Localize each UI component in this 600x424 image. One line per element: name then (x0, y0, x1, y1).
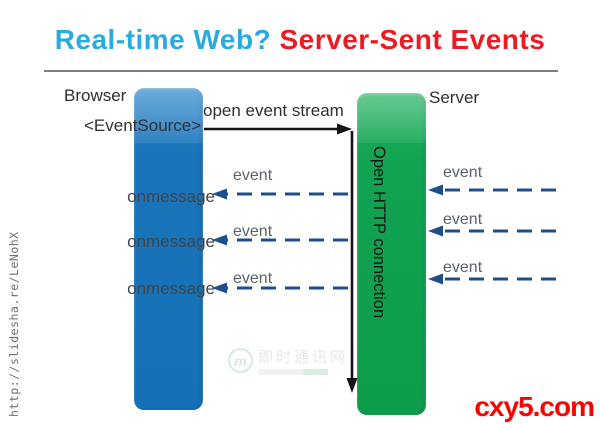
server-lifeline-bar (357, 93, 426, 415)
watermark: m 即时通讯网 (228, 346, 348, 375)
title-question: Real-time Web? (54, 24, 280, 55)
eventsource-label: <EventSource> (84, 116, 202, 135)
watermark-text: 即时通讯网 (258, 349, 349, 366)
event-label: event (443, 164, 483, 181)
event-arrow-icon (428, 273, 556, 285)
onmessage-label: onmessage (127, 232, 215, 251)
browser-bar-gloss (134, 88, 203, 143)
event-label: event (233, 223, 273, 240)
event-arrow-icon (212, 282, 348, 294)
source-url: http://slidesha.re/LeNohX (7, 231, 21, 417)
onmessage-label: onmessage (127, 187, 215, 206)
event-arrow-icon (212, 188, 348, 200)
title-answer: Server-Sent Events (279, 24, 546, 55)
watermark-logo-icon: m (228, 348, 253, 373)
server-label: Server (429, 88, 480, 107)
page-title: Real-time Web? Server-Sent Events (0, 24, 600, 56)
http-connection-arrow-icon (346, 131, 358, 393)
event-label: event (443, 211, 483, 228)
onmessage-label: onmessage (127, 279, 215, 298)
browser-lifeline-bar (134, 88, 203, 410)
open-http-connection-label: Open HTTP connection (370, 146, 388, 319)
browser-label: Browser (64, 86, 127, 105)
footer-brand: cxy5.com (474, 391, 595, 422)
event-label: event (233, 270, 273, 287)
event-arrow-icon (428, 225, 556, 237)
event-arrow-icon (212, 234, 348, 246)
event-label: event (443, 259, 483, 276)
event-label: event (233, 167, 273, 184)
server-bar-gloss (357, 93, 426, 143)
open-stream-arrow-icon (204, 123, 352, 135)
event-arrow-icon (428, 184, 556, 196)
open-event-stream-label: open event stream (203, 101, 344, 120)
title-divider (44, 70, 558, 72)
watermark-badge (258, 369, 328, 375)
